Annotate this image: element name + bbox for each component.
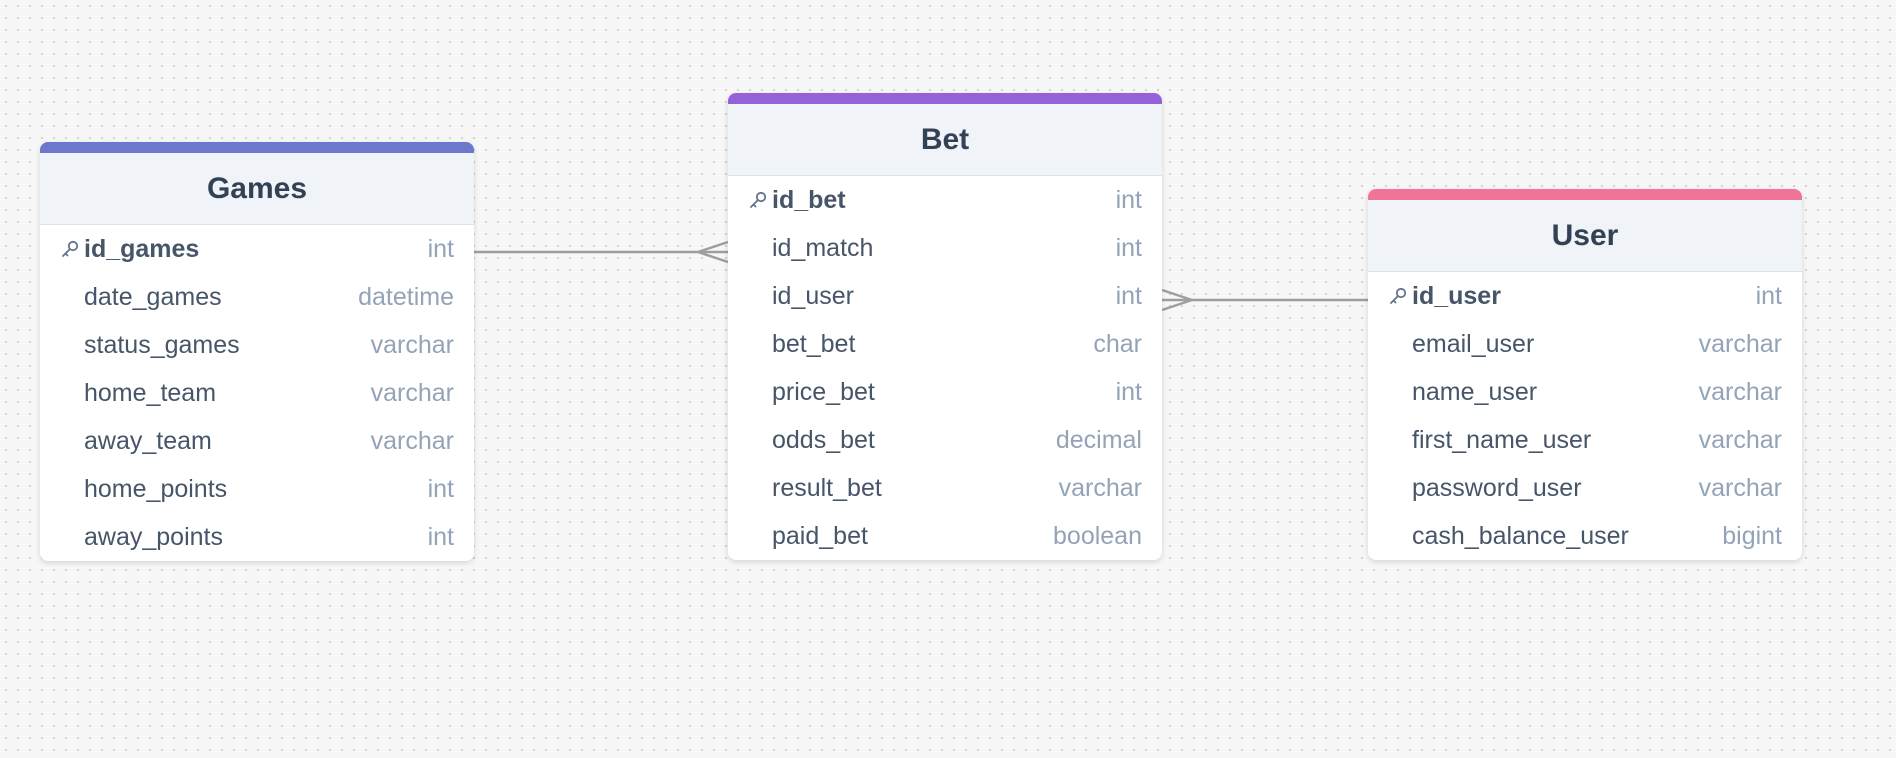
table-accent-bar [1368,189,1802,200]
field-name: status_games [84,330,240,359]
key-icon [60,237,84,261]
field-row[interactable]: home_points int [40,465,474,513]
field-row[interactable]: password_user varchar [1368,464,1802,512]
key-slot-empty [60,429,84,453]
field-row[interactable]: bet_bet char [728,320,1162,368]
field-row[interactable]: home_team varchar [40,369,474,417]
key-slot-empty [60,477,84,501]
table-title: Games [40,153,474,225]
field-type: int [1755,281,1782,310]
key-slot-empty [60,285,84,309]
field-name: cash_balance_user [1412,521,1629,550]
key-slot-empty [60,333,84,357]
table-accent-bar [728,93,1162,104]
field-name: password_user [1412,473,1582,502]
field-name: odds_bet [772,425,875,454]
field-type: int [427,474,454,503]
field-type: int [1115,185,1142,214]
field-type: varchar [370,378,454,407]
field-type: boolean [1053,521,1142,550]
key-slot-empty [748,428,772,452]
field-type: varchar [1698,377,1782,406]
field-row[interactable]: date_games datetime [40,273,474,321]
field-name: result_bet [772,473,882,502]
key-slot-empty [60,381,84,405]
field-type: varchar [370,426,454,455]
field-type: datetime [358,282,454,311]
field-name: id_bet [772,185,846,214]
key-slot-empty [748,236,772,260]
field-row[interactable]: paid_bet boolean [728,512,1162,560]
connector-user-bet [1161,288,1368,312]
connector-games-bet [474,240,729,264]
field-name: id_match [772,233,874,262]
field-row[interactable]: away_points int [40,513,474,561]
field-type: varchar [1698,425,1782,454]
key-slot-empty [748,524,772,548]
key-slot-empty [748,332,772,356]
field-name: home_team [84,378,217,407]
field-type: varchar [1698,329,1782,358]
table-title: User [1368,200,1802,272]
field-type: int [1115,281,1142,310]
key-slot-empty [1388,380,1412,404]
field-name: home_points [84,474,228,503]
field-type: char [1093,329,1142,358]
field-name: paid_bet [772,521,868,550]
key-slot-empty [1388,524,1412,548]
key-icon [1388,284,1412,308]
field-type: bigint [1722,521,1782,550]
key-slot-empty [1388,476,1412,500]
key-slot-empty [1388,428,1412,452]
field-row[interactable]: id_user int [1368,272,1802,320]
field-row[interactable]: id_match int [728,224,1162,272]
field-row[interactable]: name_user varchar [1368,368,1802,416]
field-name: away_points [84,522,223,551]
field-row[interactable]: price_bet int [728,368,1162,416]
field-row[interactable]: email_user varchar [1368,320,1802,368]
field-type: int [1115,377,1142,406]
field-name: id_user [772,281,854,310]
field-row[interactable]: odds_bet decimal [728,416,1162,464]
field-row[interactable]: id_user int [728,272,1162,320]
field-name: price_bet [772,377,875,406]
field-row[interactable]: first_name_user varchar [1368,416,1802,464]
table-title: Bet [728,104,1162,176]
field-name: email_user [1412,329,1535,358]
field-name: first_name_user [1412,425,1592,454]
field-name: name_user [1412,377,1538,406]
table-accent-bar [40,142,474,153]
field-row[interactable]: result_bet varchar [728,464,1162,512]
field-type: decimal [1055,425,1142,454]
field-type: int [427,234,454,263]
field-name: away_team [84,426,212,455]
key-slot-empty [60,525,84,549]
field-name: date_games [84,282,222,311]
field-type: varchar [370,330,454,359]
field-type: int [1115,233,1142,262]
field-row[interactable]: cash_balance_user bigint [1368,512,1802,560]
field-row[interactable]: id_bet int [728,176,1162,224]
field-row[interactable]: status_games varchar [40,321,474,369]
key-slot-empty [748,476,772,500]
field-row[interactable]: away_team varchar [40,417,474,465]
field-type: varchar [1058,473,1142,502]
field-name: id_games [84,234,200,263]
key-slot-empty [1388,332,1412,356]
field-type: varchar [1698,473,1782,502]
field-name: id_user [1412,281,1501,310]
field-name: bet_bet [772,329,856,358]
key-slot-empty [748,284,772,308]
field-type: int [427,522,454,551]
key-icon [748,188,772,212]
key-slot-empty [748,380,772,404]
field-row[interactable]: id_games int [40,225,474,273]
